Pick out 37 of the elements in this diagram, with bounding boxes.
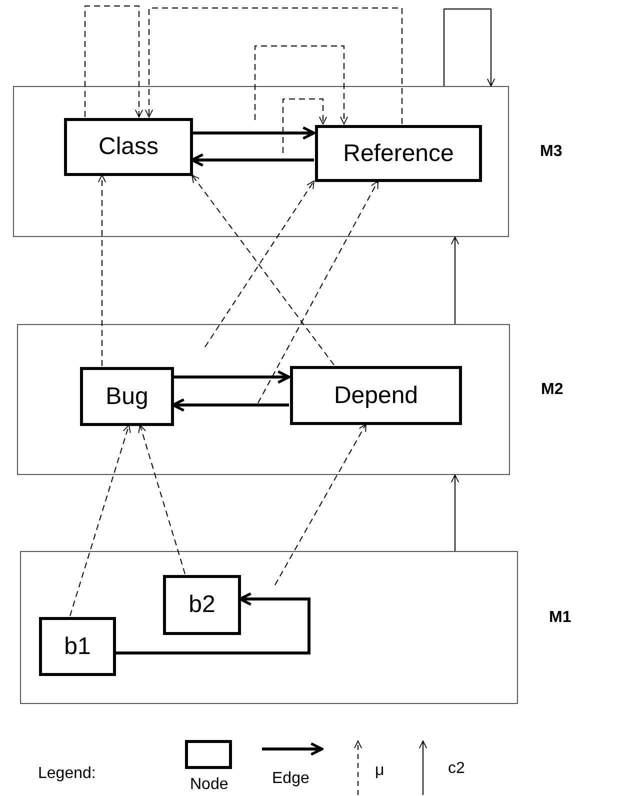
node-label: Class [98, 133, 158, 161]
dashed-arrow [144, 8, 402, 124]
legend-heading: Legend: [38, 765, 96, 783]
dashed-arrow [98, 174, 106, 366]
dashed-arrow [192, 174, 334, 366]
node-label: Reference [343, 140, 454, 168]
node-box [80, 367, 174, 426]
dashed-arrow [282, 98, 328, 154]
layer-label: M3 [540, 142, 562, 160]
legend-label: μ [375, 762, 384, 780]
arrow [450, 474, 460, 552]
node-box [315, 125, 482, 182]
legend-label: c2 [448, 760, 465, 778]
node-label: Bug [106, 382, 148, 410]
node-label: b1 [64, 632, 91, 660]
arrow [173, 370, 290, 384]
layer-label: M1 [549, 608, 572, 626]
node-box [64, 118, 193, 176]
node-box [163, 575, 241, 635]
node-label: Depend [334, 382, 418, 410]
dashed-arrow [70, 424, 131, 616]
legend-label: Edge [272, 770, 310, 788]
dashed-arrow [258, 180, 378, 404]
node-box [39, 617, 116, 676]
arrow [450, 236, 460, 324]
node-box [290, 366, 462, 425]
dashed-arrow [84, 6, 144, 118]
arrow [115, 592, 310, 654]
node-label: b2 [188, 591, 216, 619]
dashed-arrow [254, 46, 348, 124]
legend-label: Node [190, 776, 228, 794]
arrow [444, 8, 496, 86]
arrow [192, 126, 316, 140]
layer-label: M2 [541, 380, 564, 398]
dashed-arrow [274, 424, 366, 586]
dashed-arrow [138, 424, 186, 574]
dashed-arrow [204, 180, 314, 348]
